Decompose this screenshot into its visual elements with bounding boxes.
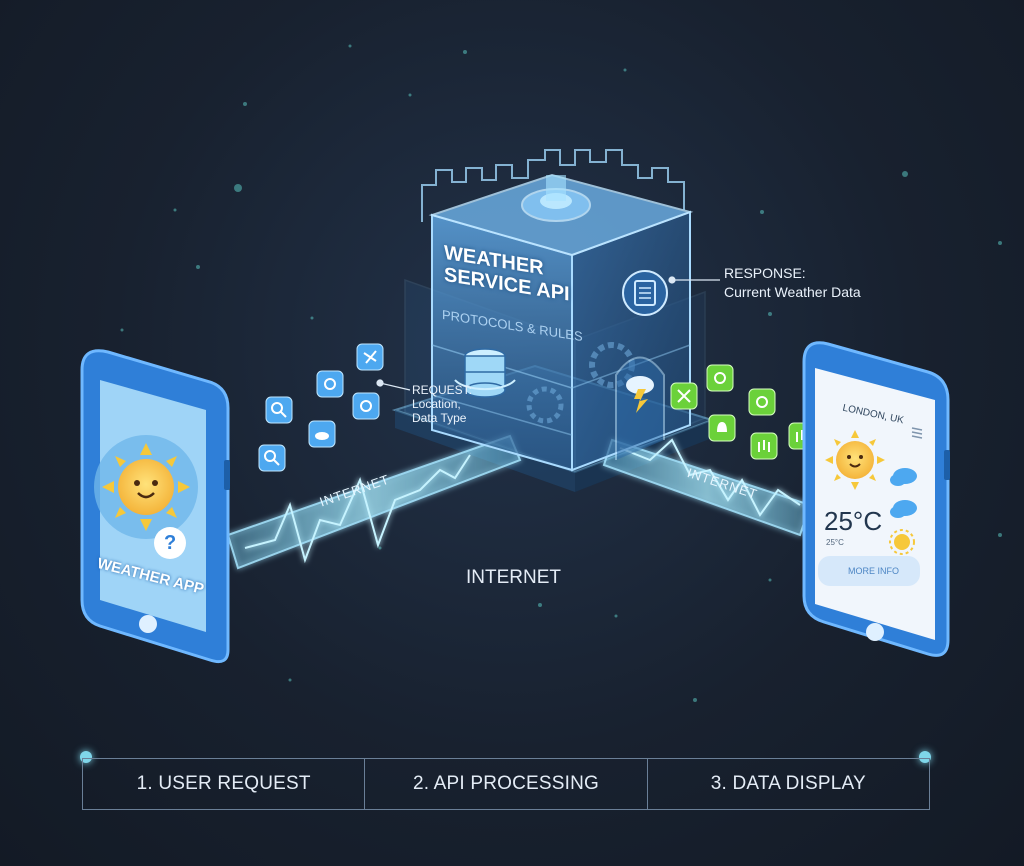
bell-icon: [708, 414, 736, 442]
request-line1: Location,: [412, 397, 461, 411]
left-internet-pipe: [226, 434, 522, 570]
sun-face-icon: [94, 435, 198, 539]
request-line2: Data Type: [412, 411, 467, 425]
gear-icon: [521, 175, 591, 222]
right-phone: [802, 341, 950, 657]
database-icon: [454, 348, 516, 398]
stage-user-request: 1. USER REQUEST: [83, 759, 366, 809]
question-mark: ?: [164, 532, 177, 554]
stage-bar: 1. USER REQUEST 2. API PROCESSING 3. DAT…: [82, 758, 930, 810]
storm-cloud-icon: [626, 376, 654, 413]
sun-icon: [748, 388, 776, 416]
stage-bar-left-dot: [80, 751, 92, 763]
weather-service-api-block: [421, 149, 694, 472]
temperature-label: 25°C: [824, 506, 883, 536]
more-info-button[interactable]: MORE INFO: [848, 566, 899, 576]
right-internet-pipe: [602, 438, 812, 537]
document-icon: [622, 270, 668, 316]
cloud-icon: [890, 500, 917, 518]
stage-api-processing: 2. API PROCESSING: [365, 759, 648, 809]
left-phone: [80, 349, 230, 664]
sun-icon: [316, 370, 344, 398]
callout-lines: [376, 276, 720, 391]
wind-icon: [670, 382, 698, 410]
sun-icon: [352, 392, 380, 420]
stage-data-display: 3. DATA DISPLAY: [710, 773, 866, 794]
cloud-icon: [308, 420, 336, 448]
request-callout: REQUEST: Location, Data Type: [412, 383, 472, 425]
internet-label: INTERNET: [466, 567, 561, 588]
sun-face-icon: [825, 430, 885, 490]
request-icons: [258, 343, 384, 472]
rain-icon: [750, 432, 778, 460]
small-temperature-label: 25°C: [826, 538, 844, 547]
search-icon: [265, 396, 293, 424]
sun-icon: [889, 529, 915, 555]
search-icon: [258, 444, 286, 472]
more-info-button-shape: [818, 556, 920, 586]
menu-icon: [911, 427, 923, 439]
wind-icon: [356, 343, 384, 371]
response-callout: RESPONSE: Current Weather Data: [724, 264, 861, 302]
sun-icon: [706, 364, 734, 392]
response-heading: RESPONSE:: [724, 265, 806, 281]
question-bubble: [154, 527, 186, 559]
response-line1: Current Weather Data: [724, 284, 861, 300]
background-particles: [120, 44, 1002, 702]
request-heading: REQUEST:: [412, 383, 473, 397]
stage-bar-right-dot: [919, 751, 931, 763]
cloud-icon: [890, 468, 917, 486]
